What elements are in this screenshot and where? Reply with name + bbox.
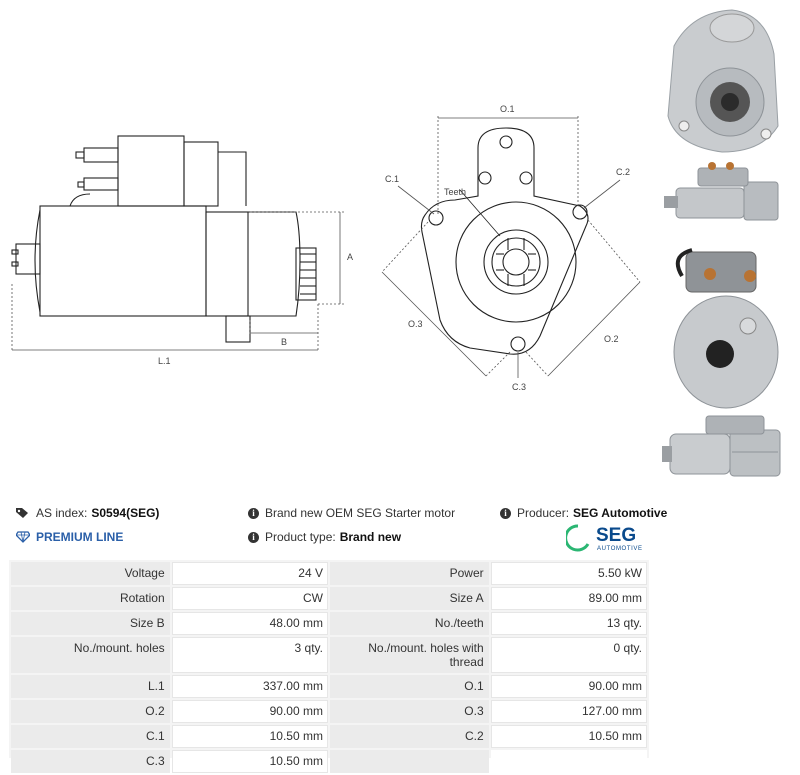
spec-value: 24 V xyxy=(171,562,328,585)
spec-value xyxy=(490,750,647,773)
teeth-label: Teeth xyxy=(444,187,466,197)
spec-value: 10.50 mm xyxy=(490,725,647,748)
side-view-drawing xyxy=(11,135,317,343)
dim-b-label: B xyxy=(281,337,287,347)
spec-value: 90.00 mm xyxy=(490,675,647,698)
product-type-label: Product type: xyxy=(265,530,336,544)
spec-value: 0 qty. xyxy=(490,637,647,673)
info-icon: i xyxy=(248,507,259,519)
spec-label: Rotation xyxy=(11,587,170,610)
spec-label: C.3 xyxy=(11,750,170,773)
spec-value: 337.00 mm xyxy=(171,675,328,698)
product-type: i Product type: Brand new xyxy=(248,530,401,544)
spec-label: O.3 xyxy=(329,700,489,723)
spec-label: O.2 xyxy=(11,700,170,723)
spec-label: No./teeth xyxy=(329,612,489,635)
dim-l1-label: L.1 xyxy=(158,356,171,366)
spec-label: Size A xyxy=(329,587,489,610)
spec-value: 10.50 mm xyxy=(171,750,328,773)
spec-label: No./mount. holes xyxy=(11,637,170,673)
product-photo-side-top[interactable] xyxy=(662,160,790,226)
front-view-drawing xyxy=(420,127,589,355)
spec-label xyxy=(329,750,489,773)
spec-value: 3 qty. xyxy=(171,637,328,673)
dim-c3-label: C.3 xyxy=(512,382,526,392)
info-icon: i xyxy=(500,507,511,519)
product-photo-rear[interactable] xyxy=(662,246,790,412)
front-view-dimensions xyxy=(381,116,641,378)
side-view-dimensions xyxy=(11,211,346,352)
spec-value: 10.50 mm xyxy=(171,725,328,748)
dim-a-label: A xyxy=(347,252,353,262)
spec-label: Voltage xyxy=(11,562,170,585)
producer-label: Producer: xyxy=(517,506,570,520)
as-index-label: AS index: xyxy=(36,506,88,520)
spec-label: No./mount. holes with thread xyxy=(329,637,489,673)
spec-value: 90.00 mm xyxy=(171,700,328,723)
spec-label: O.1 xyxy=(329,675,489,698)
spec-label: L.1 xyxy=(11,675,170,698)
logo-brand: SEG xyxy=(596,525,636,546)
spec-label: Size B xyxy=(11,612,170,635)
spec-value: 127.00 mm xyxy=(490,700,647,723)
spec-value: 13 qty. xyxy=(490,612,647,635)
product-photo-front[interactable] xyxy=(662,6,782,158)
technical-drawings: A B L.1 O.1 O.3 xyxy=(11,104,641,392)
spec-value: 5.50 kW xyxy=(490,562,647,585)
product-photo-side-bottom[interactable] xyxy=(662,412,790,488)
spec-label: C.1 xyxy=(11,725,170,748)
as-index: AS index: S0594(SEG) xyxy=(16,506,159,520)
diamond-icon xyxy=(16,531,30,543)
spec-value: CW xyxy=(171,587,328,610)
info-icon: i xyxy=(248,531,259,543)
spec-value: 48.00 mm xyxy=(171,612,328,635)
description-text: Brand new OEM SEG Starter motor xyxy=(265,506,456,520)
dim-c2-label: C.2 xyxy=(616,167,630,177)
dim-o3-label: O.3 xyxy=(408,319,423,329)
producer-value: SEG Automotive xyxy=(573,506,668,520)
product-type-value: Brand new xyxy=(339,530,402,544)
spec-label: C.2 xyxy=(329,725,489,748)
producer: i Producer: SEG Automotive xyxy=(500,506,667,520)
dim-o1-label: O.1 xyxy=(500,104,515,114)
dim-o2-label: O.2 xyxy=(604,334,619,344)
premium-line: PREMIUM LINE xyxy=(16,530,123,544)
spec-value: 89.00 mm xyxy=(490,587,647,610)
logo-sub: AUTOMOTIVE xyxy=(597,546,643,552)
premium-line-label: PREMIUM LINE xyxy=(36,530,124,544)
as-index-value: S0594(SEG) xyxy=(91,506,160,520)
spec-label: Power xyxy=(329,562,489,585)
dim-c1-label: C.1 xyxy=(385,174,399,184)
description: i Brand new OEM SEG Starter motor xyxy=(248,506,455,520)
tags-icon xyxy=(16,508,28,518)
seg-automotive-logo: SEG AUTOMOTIVE xyxy=(566,524,643,552)
